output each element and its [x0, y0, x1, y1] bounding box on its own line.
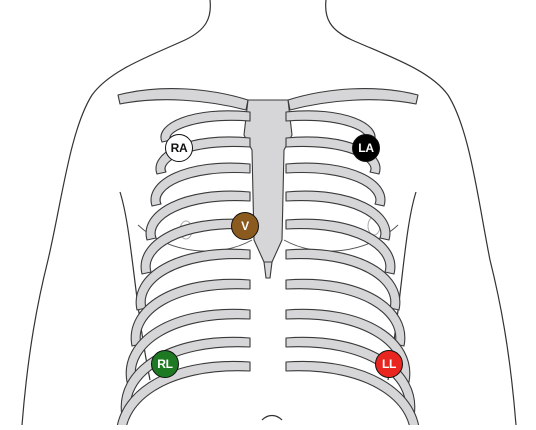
electrode-ll[interactable]: LL [375, 350, 403, 378]
xiphoid [264, 262, 272, 278]
rib-right-5 [286, 219, 395, 274]
electrode-v[interactable]: V [231, 212, 259, 240]
electrode-rl[interactable]: RL [151, 350, 179, 378]
electrode-v-label: V [241, 220, 249, 232]
electrode-ra-label: RA [171, 142, 188, 154]
rib-right-4 [286, 191, 390, 240]
electrode-la[interactable]: LA [352, 134, 380, 162]
neck-left-line [22, 0, 210, 425]
electrode-ll-label: LL [382, 358, 396, 370]
electrode-ra[interactable]: RA [165, 134, 193, 162]
right-clavicle [288, 89, 418, 110]
neck-right-line [326, 0, 516, 425]
electrode-la-label: LA [358, 142, 373, 154]
left-clavicle [118, 89, 248, 110]
navel-mark [262, 416, 282, 421]
electrode-rl-label: RL [157, 358, 172, 370]
